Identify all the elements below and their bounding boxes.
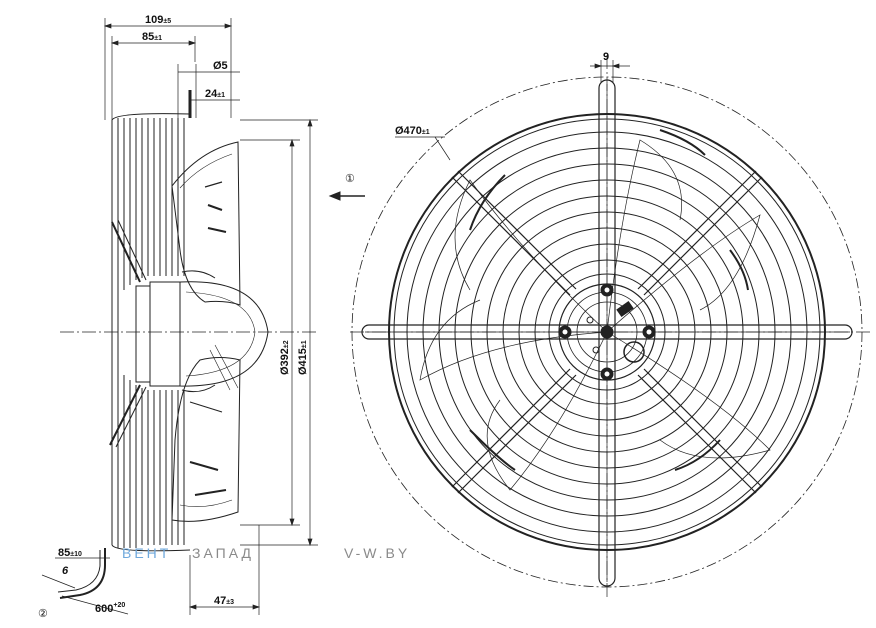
dim-cable-600: 600+20 <box>95 602 125 615</box>
front-dimension-texts: Ø470±1 9 <box>395 51 609 137</box>
dim-hole: Ø5 <box>213 60 228 72</box>
dim-dia-415: Ø415±1 <box>297 340 309 375</box>
dim-width-body: 85±1 <box>142 31 162 43</box>
side-mount-struts <box>109 90 192 448</box>
side-view <box>41 18 365 615</box>
guard-spokes <box>361 79 853 587</box>
dim-spoke-9: 9 <box>603 51 609 63</box>
dim-depth-47: 47±3 <box>214 595 234 607</box>
watermark-part2: ЗАПАД <box>192 545 254 561</box>
spoke-width-dim <box>590 60 630 82</box>
watermark-site: V-W.BY <box>344 545 410 561</box>
side-cable <box>41 548 129 615</box>
front-view <box>350 55 870 600</box>
marker-cable: ② <box>38 608 48 620</box>
dim-cable-85: 85±10 <box>58 547 82 559</box>
dim-width-total: 109±5 <box>145 14 171 26</box>
dim-dia-470: Ø470±1 <box>395 125 430 137</box>
side-impeller <box>171 141 241 522</box>
side-dimension-texts: 109±5 85±1 Ø5 24±1 Ø392±2 Ø415±1 47±3 85… <box>38 14 355 620</box>
side-motor <box>135 281 269 391</box>
outer-diameter-circle <box>351 76 863 588</box>
watermark-part1: ВЕНТ <box>122 545 171 561</box>
watermark: ВЕНТ ЗАПАД V-W.BY <box>122 545 410 561</box>
marker-airflow: ① <box>345 173 355 185</box>
motor-center <box>558 283 656 381</box>
airflow-arrow <box>328 191 365 201</box>
side-dimension-lines <box>103 18 318 615</box>
dim-dia-392: Ø392±2 <box>279 340 291 375</box>
dim-mount-depth: 24±1 <box>205 88 225 100</box>
dim-cable-6: 6 <box>62 565 69 577</box>
